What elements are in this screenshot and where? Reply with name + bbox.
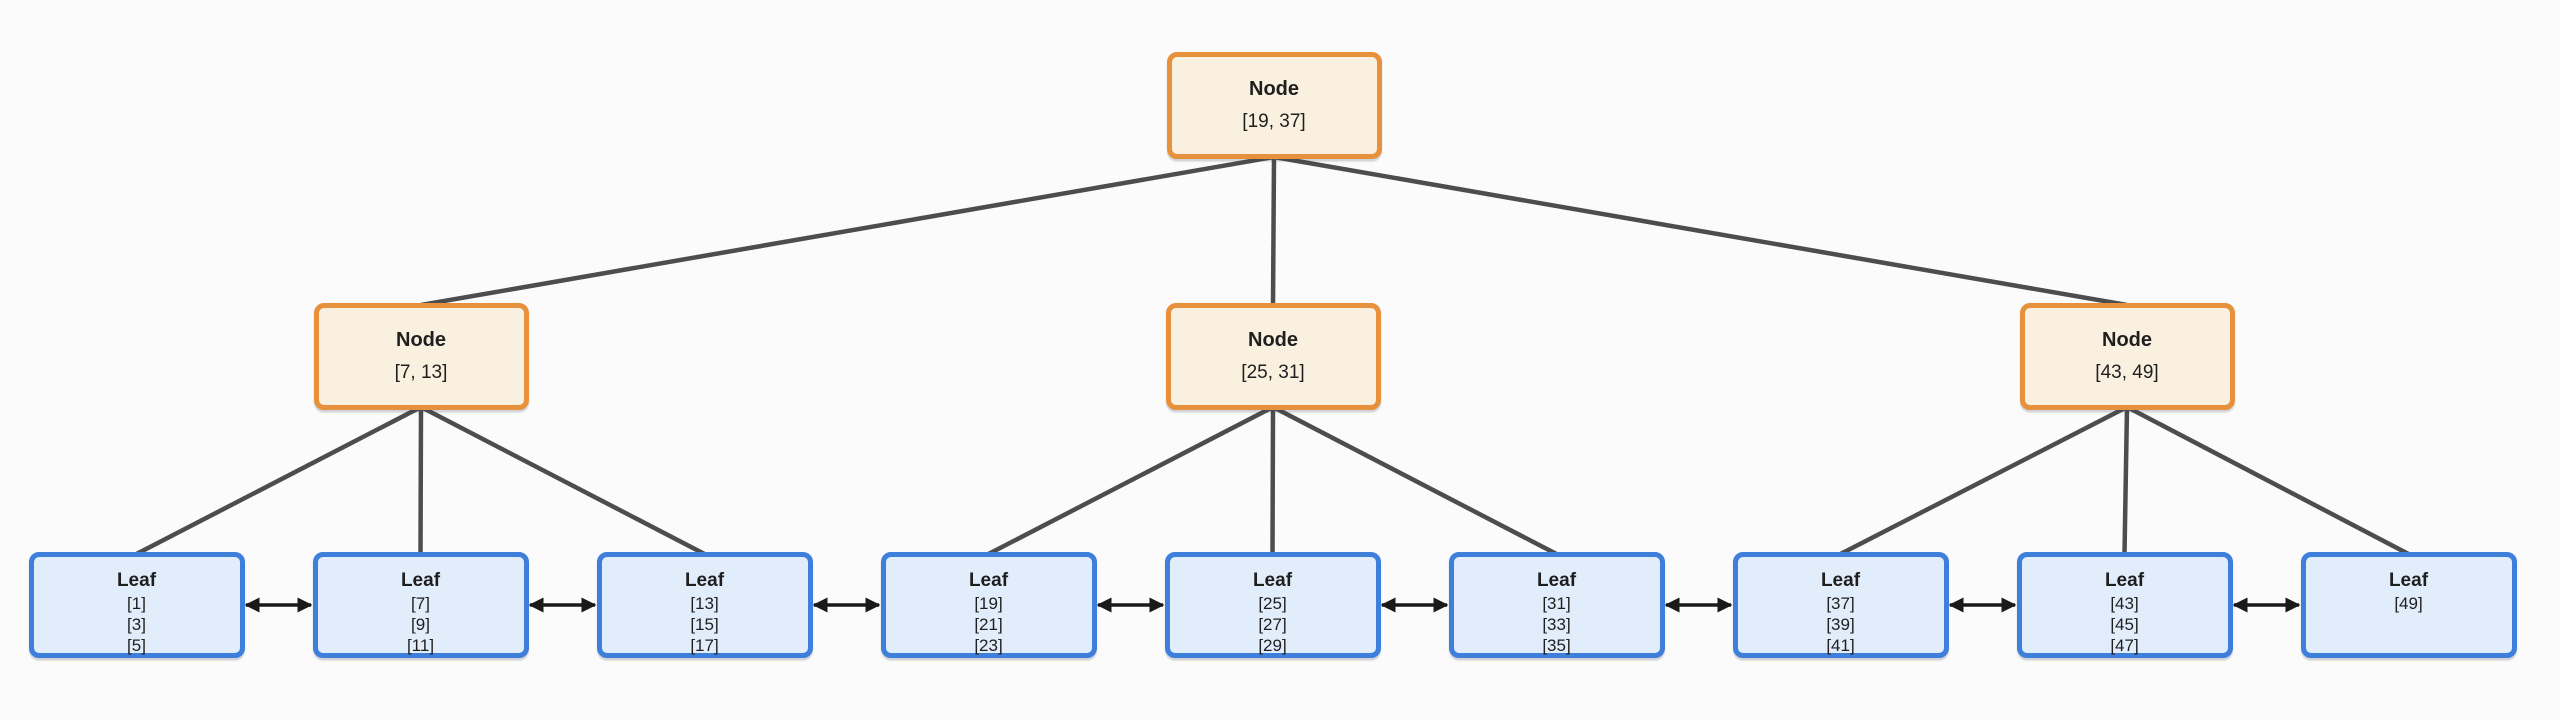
leaf-title: Leaf bbox=[116, 570, 157, 591]
leaf-title: Leaf bbox=[400, 570, 441, 591]
leaf-value: [13] bbox=[690, 594, 719, 613]
leaf-value: [21] bbox=[974, 615, 1003, 634]
leaf-value: [35] bbox=[1542, 636, 1571, 655]
internal-node-0[interactable]: Node [7, 13] bbox=[313, 303, 529, 410]
leaf-value: [31] bbox=[1542, 594, 1571, 613]
leaf-value: [37] bbox=[1826, 594, 1855, 613]
node-title: Node bbox=[1248, 329, 1298, 351]
edge-internal2-leaf7 bbox=[2122, 406, 2130, 555]
leaf-title: Leaf bbox=[1252, 570, 1293, 591]
leaf-value: [5] bbox=[127, 636, 146, 655]
edge-internal1-leaf4 bbox=[1270, 406, 1276, 555]
node-title: Node bbox=[2102, 329, 2152, 351]
edge-internal0-leaf0 bbox=[135, 405, 423, 556]
edge-root-internal-0 bbox=[420, 154, 1275, 308]
leaf-value: [45] bbox=[2110, 615, 2139, 634]
leaf-node-7[interactable]: Leaf [43] [45] [47] bbox=[2016, 552, 2233, 658]
leaf-value: [29] bbox=[1258, 636, 1287, 655]
internal-node-2[interactable]: Node [43, 49] bbox=[2019, 303, 2235, 410]
leaf-node-2[interactable]: Leaf [13] [15] [17] bbox=[596, 552, 813, 658]
leaf-value: [15] bbox=[690, 615, 719, 634]
edge-internal2-leaf6 bbox=[1839, 404, 2129, 557]
leaf-value: [39] bbox=[1826, 615, 1855, 634]
leaf-title: Leaf bbox=[2104, 570, 2145, 591]
node-title: Node bbox=[396, 329, 446, 351]
node-keys: [7, 13] bbox=[394, 362, 448, 383]
edge-root-internal-1 bbox=[1270, 156, 1277, 306]
leaf-node-4[interactable]: Leaf [25] [27] [29] bbox=[1164, 552, 1381, 658]
leaf-title: Leaf bbox=[2388, 570, 2429, 591]
leaf-value: [3] bbox=[127, 615, 146, 634]
leaf-value: [19] bbox=[974, 594, 1003, 613]
edge-root-internal-2 bbox=[1273, 154, 2128, 308]
node-keys: [25, 31] bbox=[1241, 362, 1305, 383]
leaf-value: [43] bbox=[2110, 594, 2139, 613]
leaf-title: Leaf bbox=[1820, 570, 1861, 591]
leaf-value: [9] bbox=[411, 615, 430, 634]
leaf-node-6[interactable]: Leaf [37] [39] [41] bbox=[1732, 552, 1949, 658]
leaf-value: [47] bbox=[2110, 636, 2139, 655]
leaf-value: [41] bbox=[1826, 636, 1855, 655]
node-keys: [43, 49] bbox=[2095, 362, 2159, 383]
leaf-node-3[interactable]: Leaf [19] [21] [23] bbox=[880, 552, 1097, 658]
edge-internal0-leaf2 bbox=[419, 405, 706, 556]
internal-node-1[interactable]: Node [25, 31] bbox=[1165, 303, 1381, 410]
leaf-title: Leaf bbox=[1536, 570, 1577, 591]
leaf-value: [1] bbox=[127, 594, 146, 613]
leaf-node-0[interactable]: Leaf [1] [3] [5] bbox=[28, 552, 245, 658]
leaf-value: [7] bbox=[411, 594, 430, 613]
edge-internal1-leaf3 bbox=[987, 405, 1275, 556]
leaf-value: [25] bbox=[1258, 594, 1287, 613]
node-title: Node bbox=[1249, 78, 1299, 100]
leaf-node-8[interactable]: Leaf [49] bbox=[2300, 552, 2517, 658]
leaf-value: [17] bbox=[690, 636, 719, 655]
root-node[interactable]: Node [19, 37] bbox=[1166, 52, 1382, 159]
leaf-value: [33] bbox=[1542, 615, 1571, 634]
leaf-title: Leaf bbox=[684, 570, 725, 591]
tree-edges bbox=[135, 154, 2410, 557]
leaf-node-1[interactable]: Leaf [7] [9] [11] bbox=[312, 552, 529, 658]
edge-internal1-leaf5 bbox=[1271, 405, 1558, 556]
edge-internal0-leaf1 bbox=[418, 406, 424, 555]
node-keys: [19, 37] bbox=[1242, 111, 1306, 132]
leaf-value: [11] bbox=[406, 636, 435, 655]
leaf-value: [49] bbox=[2394, 594, 2423, 613]
leaf-title: Leaf bbox=[968, 570, 1009, 591]
leaf-value: [23] bbox=[974, 636, 1003, 655]
leaf-node-5[interactable]: Leaf [31] [33] [35] bbox=[1448, 552, 1665, 658]
leaf-value: [27] bbox=[1258, 615, 1287, 634]
edge-internal2-leaf8 bbox=[2125, 405, 2410, 556]
